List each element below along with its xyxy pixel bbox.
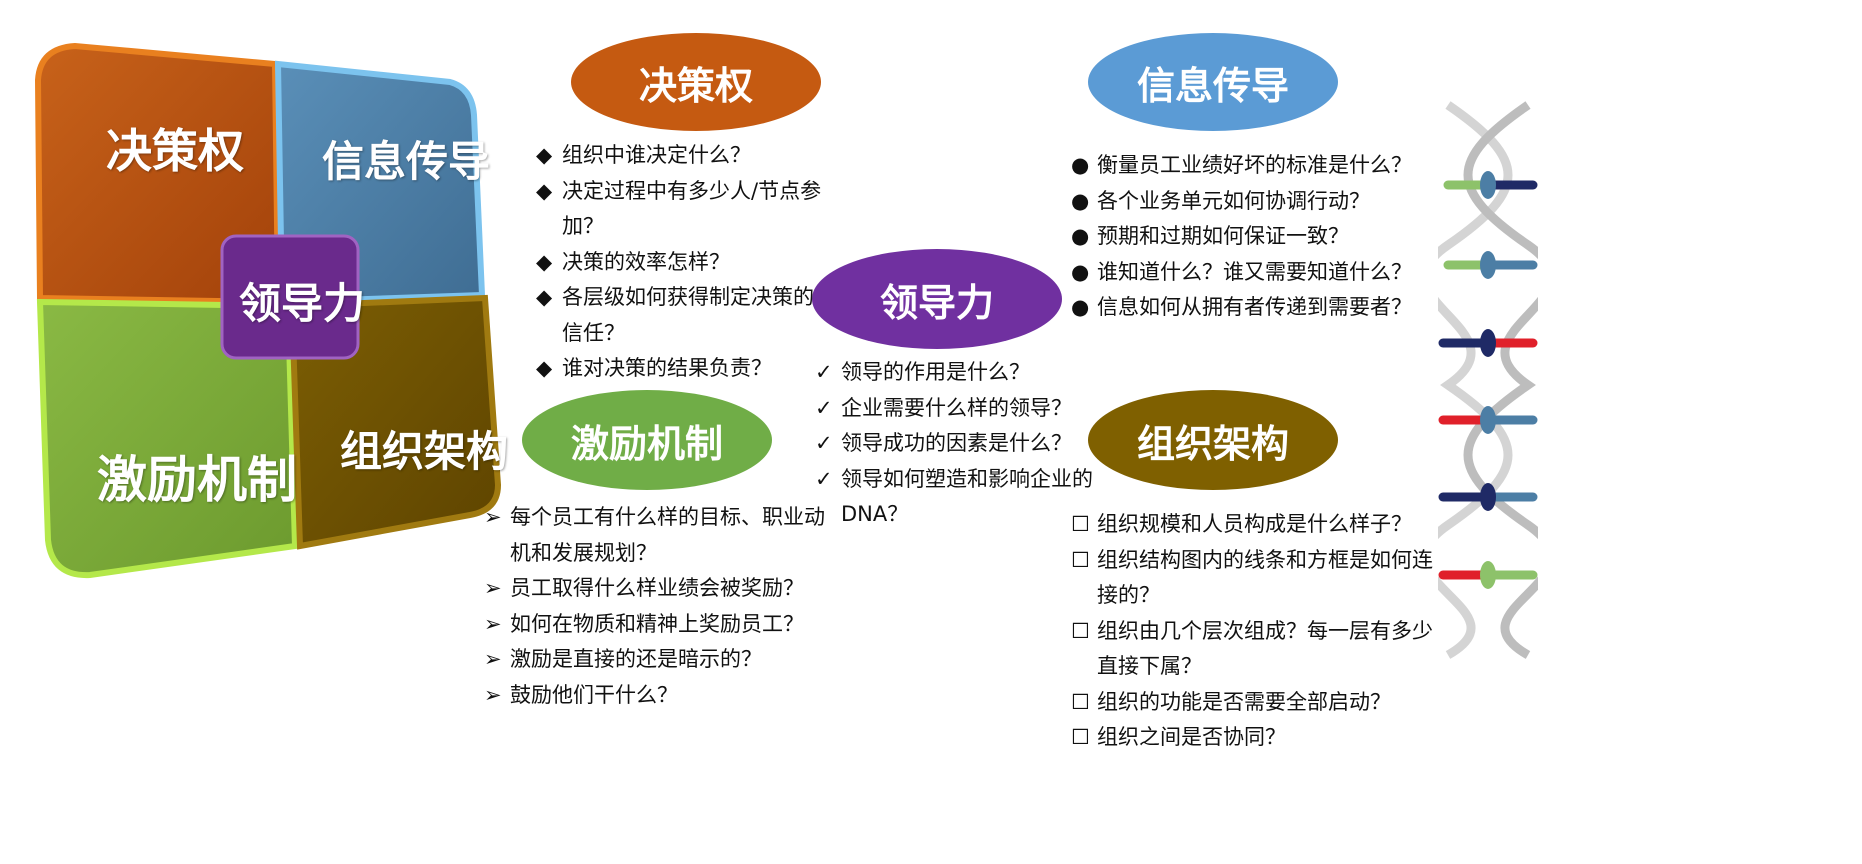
quadrant-matrix xyxy=(34,42,502,579)
list-item: ●各个业务单元如何协调行动？ xyxy=(1071,184,1431,220)
square-bullet-icon: ☐ xyxy=(1071,547,1090,572)
list-decision: ◆组织中谁决定什么？ ◆决定过程中有多少人/节点参加？ ◆决策的效率怎样？ ◆各… xyxy=(536,138,826,387)
quadrant-incentive xyxy=(36,298,299,579)
check-bullet-icon: ✓ xyxy=(815,466,833,491)
circle-bullet-icon: ● xyxy=(1071,188,1090,213)
circle-bullet-icon: ● xyxy=(1071,153,1090,177)
square-bullet-icon: ☐ xyxy=(1071,618,1090,643)
ellipse-info: 信息传导 xyxy=(1088,33,1338,131)
list-item: ✓领导的作用是什么？ xyxy=(815,355,1155,391)
quadrant-label-info: 信息传导 xyxy=(322,137,491,186)
list-item: ➢每个员工有什么样的目标、职业动机和发展规划？ xyxy=(484,500,829,571)
list-item: ◆决策的效率怎样？ xyxy=(536,245,826,281)
circle-bullet-icon: ● xyxy=(1071,295,1090,319)
list-incentive: ➢每个员工有什么样的目标、职业动机和发展规划？ ➢员工取得什么样业绩会被奖励？ … xyxy=(484,500,829,713)
diamond-bullet-icon: ◆ xyxy=(536,285,553,309)
list-item: ●预期和过期如何保证一致？ xyxy=(1071,219,1431,255)
check-bullet-icon: ✓ xyxy=(815,431,833,455)
list-item: ➢激励是直接的还是暗示的？ xyxy=(484,642,829,678)
arrow-bullet-icon: ➢ xyxy=(484,576,502,600)
list-item: ➢员工取得什么样业绩会被奖励？ xyxy=(484,571,829,607)
quadrant-decision xyxy=(34,42,282,306)
center-box-leadership xyxy=(220,234,360,360)
diamond-bullet-icon: ◆ xyxy=(536,356,553,380)
list-item: ◆决定过程中有多少人/节点参加？ xyxy=(536,174,826,245)
ellipse-structure: 组织架构 xyxy=(1088,390,1338,490)
list-item: ☐组织规模和人员构成是什么样子？ xyxy=(1071,507,1443,543)
quadrant-label-decision: 决策权 xyxy=(106,124,244,178)
list-item: ◆谁对决策的结果负责？ xyxy=(536,351,826,387)
list-item: ☐组织结构图内的线条和方框是如何连接的？ xyxy=(1071,543,1443,614)
list-info: ●衡量员工业绩好坏的标准是什么？ ●各个业务单元如何协调行动？ ●预期和过期如何… xyxy=(1071,148,1431,326)
ellipse-leadership: 领导力 xyxy=(812,249,1062,349)
circle-bullet-icon: ● xyxy=(1071,259,1090,284)
ellipse-incentive: 激励机制 xyxy=(522,390,772,490)
arrow-bullet-icon: ➢ xyxy=(484,682,502,707)
quadrant-structure xyxy=(288,294,502,550)
arrow-bullet-icon: ➢ xyxy=(484,611,502,636)
list-item: ➢如何在物质和精神上奖励员工？ xyxy=(484,607,829,643)
list-item: ✓领导成功的因素是什么？ xyxy=(815,426,1155,462)
check-bullet-icon: ✓ xyxy=(815,395,833,420)
diamond-bullet-icon: ◆ xyxy=(536,143,553,167)
list-item: ◆组织中谁决定什么？ xyxy=(536,138,826,174)
ellipse-decision: 决策权 xyxy=(571,33,821,131)
square-bullet-icon: ☐ xyxy=(1071,512,1090,536)
quadrant-label-structure: 组织架构 xyxy=(340,427,509,476)
list-item: ●信息如何从拥有者传递到需要者？ xyxy=(1071,290,1431,326)
dna-helix-icon xyxy=(1438,101,1538,659)
center-label: 领导力 xyxy=(239,279,366,328)
quadrant-label-incentive: 激励机制 xyxy=(97,451,297,509)
check-bullet-icon: ✓ xyxy=(815,360,833,384)
list-item: ✓领导如何塑造和影响企业的DNA？ xyxy=(815,462,1155,533)
list-item: ●衡量员工业绩好坏的标准是什么？ xyxy=(1071,148,1431,184)
circle-bullet-icon: ● xyxy=(1071,224,1090,248)
list-item: ✓企业需要什么样的领导？ xyxy=(815,391,1155,427)
list-item: ☐组织的功能是否需要全部启动？ xyxy=(1071,685,1443,721)
list-item: ●谁知道什么？谁又需要知道什么？ xyxy=(1071,255,1431,291)
square-bullet-icon: ☐ xyxy=(1071,689,1090,714)
diamond-bullet-icon: ◆ xyxy=(536,249,553,274)
list-leadership: ✓领导的作用是什么？ ✓企业需要什么样的领导？ ✓领导成功的因素是什么？ ✓领导… xyxy=(815,355,1155,533)
list-structure: ☐组织规模和人员构成是什么样子？ ☐组织结构图内的线条和方框是如何连接的？ ☐组… xyxy=(1071,507,1443,756)
diamond-bullet-icon: ◆ xyxy=(536,178,553,203)
list-item: ◆各层级如何获得制定决策的信任？ xyxy=(536,280,826,351)
arrow-bullet-icon: ➢ xyxy=(484,647,502,671)
square-bullet-icon: ☐ xyxy=(1071,725,1090,749)
arrow-bullet-icon: ➢ xyxy=(484,505,502,529)
list-item: ➢鼓励他们干什么？ xyxy=(484,678,829,714)
list-item: ☐组织之间是否协同？ xyxy=(1071,720,1443,756)
list-item: ☐组织由几个层次组成？每一层有多少直接下属？ xyxy=(1071,614,1443,685)
